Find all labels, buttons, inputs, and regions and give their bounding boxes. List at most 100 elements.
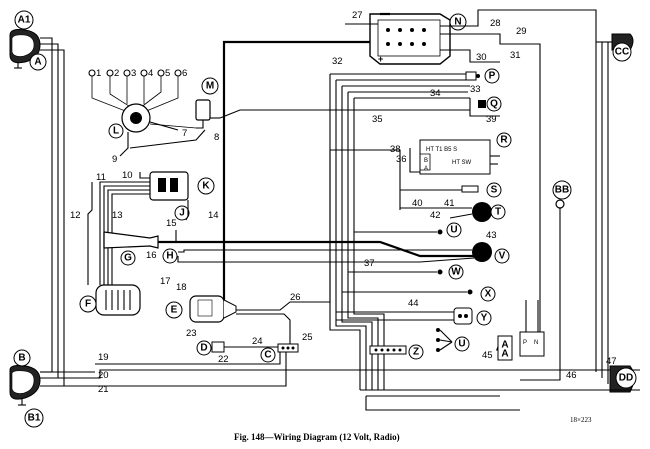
label-Y-circle	[476, 310, 492, 326]
label-8: 8	[214, 132, 219, 143]
label-B1-circle	[24, 408, 44, 428]
right-harness	[595, 41, 612, 384]
label-45: 45	[482, 350, 493, 361]
BB-connector	[555, 199, 565, 209]
label-S-circle	[486, 182, 502, 198]
label-M-circle	[201, 77, 219, 95]
label-X-circle	[480, 286, 496, 302]
label-U-circle	[446, 222, 462, 238]
switch-Y	[453, 307, 473, 325]
label-K: K	[202, 181, 210, 192]
generator-F	[95, 284, 141, 316]
label-B1: B1	[28, 413, 41, 424]
svg-text:+: +	[378, 54, 383, 64]
gauge-V	[472, 242, 492, 262]
label-4: 4	[148, 68, 153, 79]
label-U2: U	[458, 339, 465, 350]
label-X: X	[485, 289, 492, 300]
label-AA-bottom: A	[501, 349, 508, 360]
label-C: C	[264, 350, 271, 361]
label-D-circle	[196, 340, 212, 356]
switch-U-lower	[436, 328, 453, 352]
label-CC: CC	[615, 47, 629, 58]
label-H: H	[166, 251, 173, 262]
label-26: 26	[290, 292, 301, 303]
label-1: 1	[96, 68, 101, 79]
label-10: 10	[122, 170, 133, 181]
label-31: 31	[510, 50, 521, 61]
label-H-circle	[162, 248, 178, 264]
label-AA-box	[497, 335, 513, 361]
starter-E	[189, 295, 237, 323]
label-39: 39	[486, 114, 497, 125]
radio-terminal-row2: B	[424, 158, 428, 164]
label-CC-circle	[612, 42, 632, 62]
label-F-circle	[79, 295, 97, 313]
X-terminal	[467, 289, 473, 295]
label-24: 24	[252, 336, 263, 347]
label-W: W	[451, 267, 461, 278]
radio-terminal-row4: A	[424, 166, 428, 172]
battery-cable	[158, 40, 475, 300]
label-U: U	[450, 225, 457, 236]
terminal-strip-Z	[369, 345, 407, 355]
label-36: 36	[396, 154, 407, 165]
label-J-circle	[174, 205, 190, 221]
label-T: T	[495, 207, 501, 218]
label-DD: DD	[619, 373, 633, 384]
label-BB: BB	[555, 185, 569, 196]
regulator-terminal-p: P	[523, 340, 527, 346]
left-headlamp-top	[9, 29, 41, 69]
label-S: S	[491, 185, 498, 196]
label-2: 2	[114, 68, 119, 79]
label-R-circle	[496, 132, 512, 148]
label-A: A	[34, 57, 41, 68]
horn-G	[103, 231, 159, 249]
label-L-circle	[108, 123, 124, 139]
distributor	[119, 103, 179, 157]
label-AA-top: A	[501, 340, 508, 351]
U-terminal	[437, 229, 443, 235]
label-46: 46	[566, 370, 577, 381]
label-35: 35	[372, 114, 383, 125]
label-16: 16	[146, 250, 157, 261]
label-R: R	[500, 135, 508, 146]
label-G-circle	[120, 250, 136, 266]
label-G: G	[124, 253, 132, 264]
regulator-K	[139, 171, 189, 201]
label-B: B	[18, 353, 25, 364]
label-37: 37	[364, 258, 375, 269]
figure-code: 18×223	[570, 416, 592, 424]
label-34: 34	[430, 88, 441, 99]
label-P: P	[489, 71, 496, 82]
label-V-circle	[494, 248, 510, 264]
label-N: N	[454, 17, 461, 28]
connector-S	[461, 185, 479, 193]
ignition-coil	[149, 99, 220, 129]
radio-terminal-block: HT T1 B5 S B HT SW A	[419, 139, 500, 175]
label-25: 25	[302, 332, 313, 343]
generator-harness	[87, 181, 189, 285]
wire-9	[129, 129, 206, 149]
label-44: 44	[408, 298, 419, 309]
radio-terminal-row1: HT T1 B5 S	[426, 147, 457, 153]
label-3: 3	[131, 68, 136, 79]
label-V: V	[499, 251, 506, 262]
label-P-circle	[484, 68, 500, 84]
label-9: 9	[112, 154, 117, 165]
label-Q: Q	[490, 99, 498, 110]
label-19: 19	[98, 352, 109, 363]
label-22: 22	[218, 354, 229, 365]
label-47: 47	[606, 356, 617, 367]
label-B-circle	[13, 349, 31, 367]
label-Z-circle	[408, 344, 424, 360]
label-K-circle	[197, 177, 215, 195]
spark-plugs	[88, 69, 182, 113]
label-32: 32	[332, 56, 343, 67]
regulator-terminal-n: N	[534, 340, 538, 346]
label-F: F	[85, 299, 91, 310]
light-switch-N: +	[345, 12, 451, 65]
label-Z: Z	[413, 347, 419, 358]
label-43: 43	[486, 230, 497, 241]
W-terminal	[437, 269, 443, 275]
